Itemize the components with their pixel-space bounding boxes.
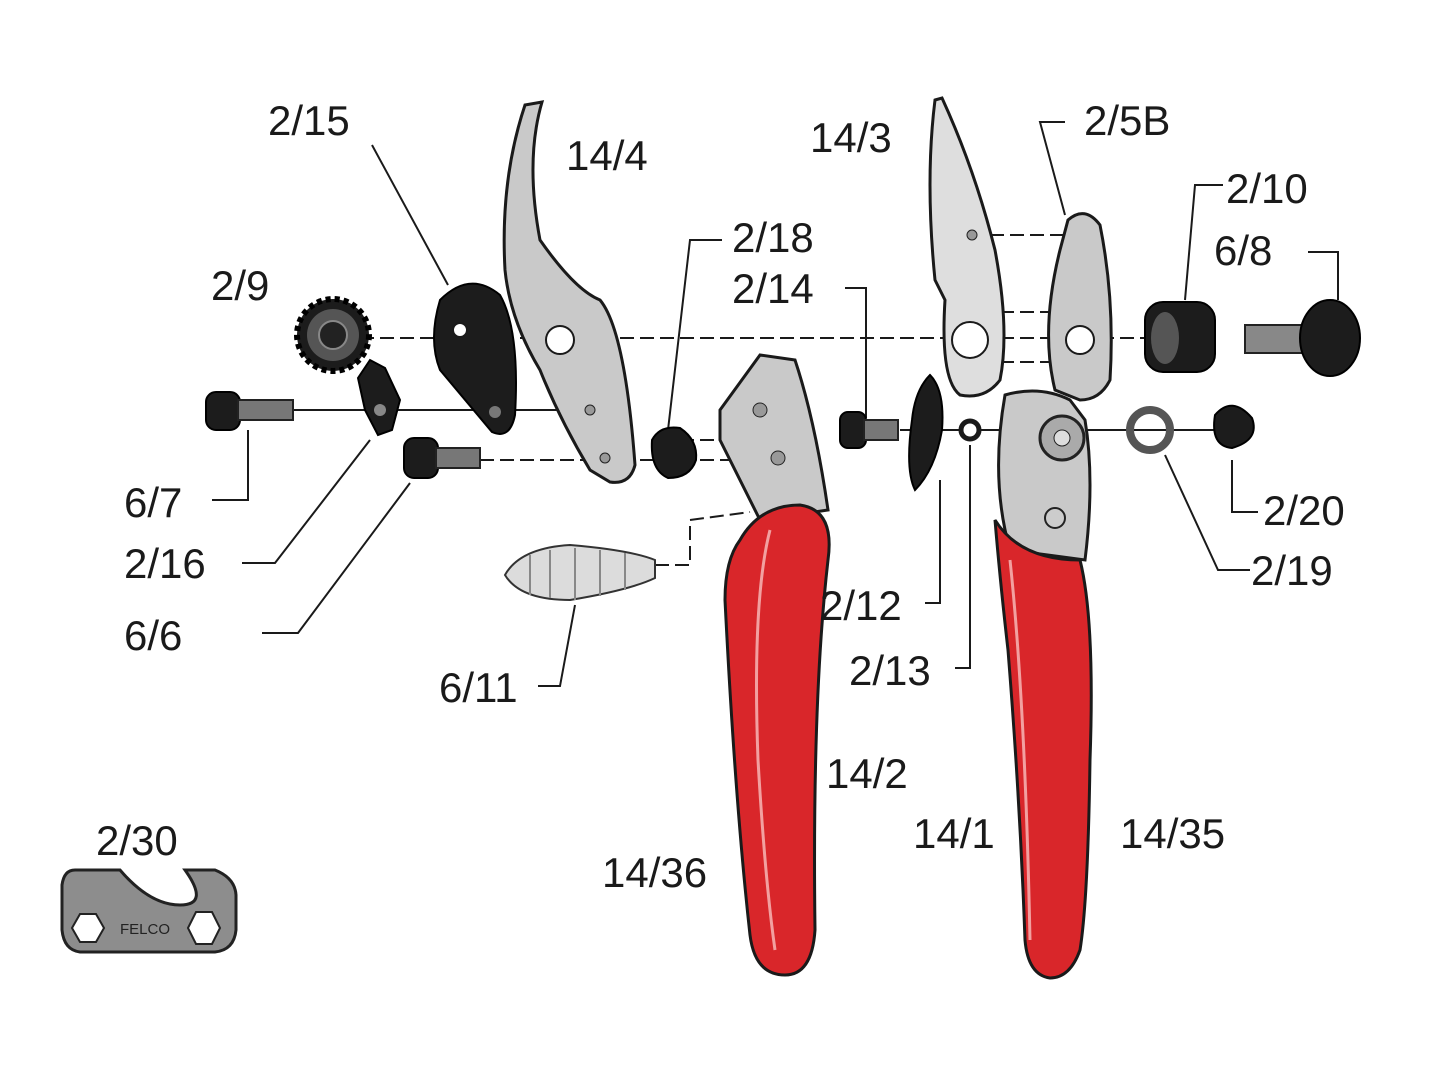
label-2-19: 2/19	[1251, 547, 1333, 594]
label-2-14: 2/14	[732, 265, 814, 312]
bolt-6-7	[205, 391, 294, 431]
latch-2-12	[908, 373, 944, 492]
label-2-16: 2/16	[124, 540, 206, 587]
label-14-4: 14/4	[566, 132, 648, 179]
ring-2-19	[1126, 406, 1174, 454]
bolt-2-14	[839, 411, 899, 449]
handle-frame-14-1	[997, 389, 1092, 562]
bolt-6-8	[1244, 299, 1361, 377]
label-6-8: 6/8	[1214, 227, 1272, 274]
label-6-7: 6/7	[124, 479, 182, 526]
spring-6-11	[503, 543, 656, 602]
cap-2-20	[1213, 404, 1255, 450]
label-14-1: 14/1	[913, 810, 995, 857]
plate-2-15	[433, 282, 517, 435]
label-2-18: 2/18	[732, 214, 814, 261]
leader-lines	[212, 121, 1339, 687]
blade-14-3	[928, 96, 1006, 398]
label-2-30: 2/30	[96, 817, 178, 864]
handle-grip-14-35[interactable]	[993, 519, 1093, 980]
label-14-35: 14/35	[1120, 810, 1225, 857]
label-2-9: 2/9	[211, 262, 269, 309]
bolt-6-6	[403, 437, 481, 479]
handle-grip-14-36[interactable]	[723, 503, 831, 977]
label-2-10: 2/10	[1226, 165, 1308, 212]
label-2-5B: 2/5B	[1084, 97, 1170, 144]
handle-frame-14-2	[718, 353, 830, 522]
label-2-12: 2/12	[820, 582, 902, 629]
nut-2-18	[650, 426, 698, 480]
label-2-13: 2/13	[849, 647, 931, 694]
ratchet-2-16	[356, 358, 402, 437]
bushing-2-10	[1144, 301, 1216, 373]
part-labels: 2/15 14/4 14/3 2/5B 2/10 6/8 2/18 2/14 2…	[96, 97, 1345, 896]
brand-logo: FELCO	[120, 921, 170, 938]
label-6-11: 6/11	[439, 664, 518, 711]
blade-14-4	[502, 100, 637, 484]
hex-hole-icon	[186, 911, 222, 945]
gear-2-9	[294, 296, 372, 374]
label-2-20: 2/20	[1263, 487, 1345, 534]
label-2-15: 2/15	[268, 97, 350, 144]
label-6-6: 6/6	[124, 612, 182, 659]
label-14-2: 14/2	[826, 750, 908, 797]
label-14-3: 14/3	[810, 114, 892, 161]
anvil-2-5B	[1047, 212, 1113, 402]
hex-hole-icon	[70, 913, 106, 943]
label-14-36: 14/36	[602, 849, 707, 896]
wrench-2-30: FELCO	[60, 868, 238, 954]
washer-2-13	[958, 418, 982, 442]
